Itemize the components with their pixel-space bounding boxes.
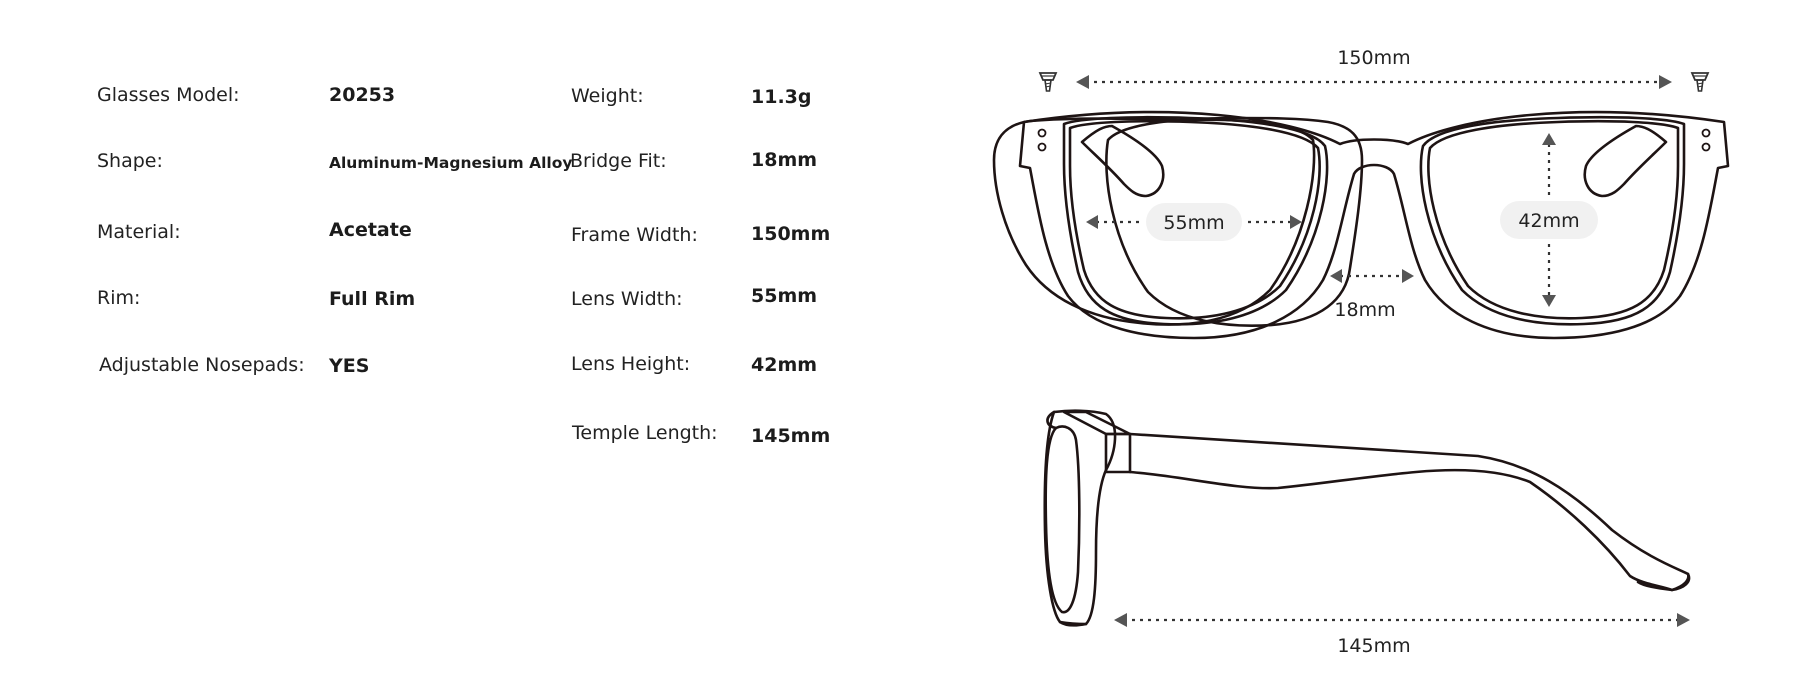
spec-value-frame-width: 150mm xyxy=(751,223,831,245)
spec-value-adjustable-nosepads: YES xyxy=(329,355,370,377)
front-frame-outline xyxy=(1018,110,1730,340)
lens-height-arrow xyxy=(1542,133,1556,307)
lens-width-pill xyxy=(1146,203,1242,241)
lens-width-arrow xyxy=(1086,215,1302,229)
hinge-dot xyxy=(1701,142,1711,152)
spec-value-bridge-fit: 18mm xyxy=(751,149,818,171)
spec-label-weight: Weight: xyxy=(571,85,644,107)
side-view-outline xyxy=(1043,409,1691,627)
spec-label-temple-length: Temple Length: xyxy=(572,422,718,444)
spec-value-glasses-model: 20253 xyxy=(329,84,396,106)
spec-label-frame-width: Frame Width: xyxy=(571,224,698,246)
bridge-arrow xyxy=(1330,269,1414,283)
spec-value-material: Acetate xyxy=(329,219,412,241)
left-nose-pad xyxy=(1080,124,1165,198)
left-lens-group xyxy=(1105,116,1364,327)
spec-label-lens-width: Lens Width: xyxy=(571,288,683,310)
bridge-label: 18mm xyxy=(1334,299,1395,321)
spec-label-shape: Shape: xyxy=(97,150,163,172)
spec-value-weight: 11.3g xyxy=(751,86,812,108)
left-lens-inner xyxy=(1068,119,1321,320)
screw-icon xyxy=(1690,72,1710,92)
spec-value-lens-width: 55mm xyxy=(751,285,818,307)
hinge-dot xyxy=(1701,128,1711,138)
left-lens xyxy=(992,117,1316,326)
spec-label-lens-height: Lens Height: xyxy=(571,353,691,375)
spec-value-lens-height: 42mm xyxy=(751,354,818,376)
spec-value-shape: Aluminum-Magnesium Alloy xyxy=(329,154,573,172)
frame-width-arrow xyxy=(1076,75,1672,89)
temple-length-arrow xyxy=(1114,613,1690,627)
spec-value-temple-length: 145mm xyxy=(751,425,831,447)
spec-label-adjustable-nosepads: Adjustable Nosepads: xyxy=(99,354,305,376)
spec-label-glasses-model: Glasses Model: xyxy=(97,84,240,106)
right-lens-inner xyxy=(1427,119,1680,320)
spec-label-rim: Rim: xyxy=(97,287,141,309)
lens-height-pill xyxy=(1500,201,1598,239)
spec-value-rim: Full Rim xyxy=(329,288,416,310)
spec-label-material: Material: xyxy=(97,221,181,243)
right-nose-pad xyxy=(1583,124,1668,198)
temple-length-label: 145mm xyxy=(1337,635,1410,657)
hinge-dot xyxy=(1037,142,1047,152)
hinge-dot xyxy=(1037,128,1047,138)
spec-label-bridge-fit: Bridge Fit: xyxy=(570,150,667,172)
lens-height-label: 42mm xyxy=(1518,210,1579,232)
lens-width-label: 55mm xyxy=(1163,212,1224,234)
left-lens-rim xyxy=(1062,115,1329,326)
frame-width-label: 150mm xyxy=(1337,47,1410,69)
screw-icon xyxy=(1038,72,1058,92)
right-lens-rim xyxy=(1419,115,1686,326)
